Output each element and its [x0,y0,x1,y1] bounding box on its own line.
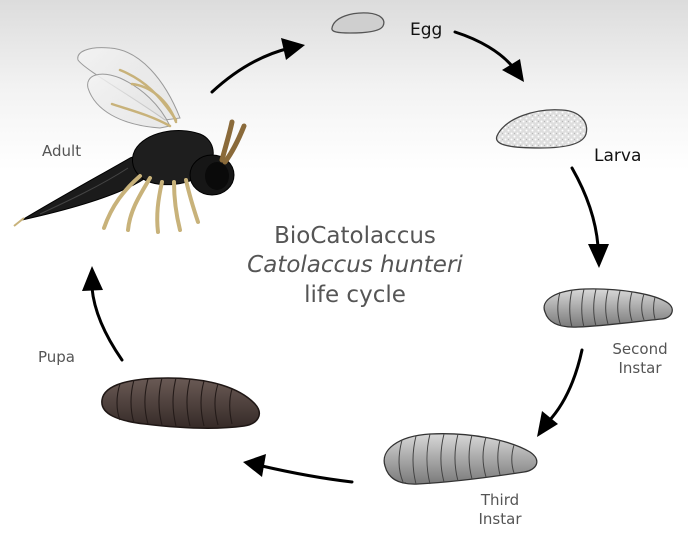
adult-label: Adult [42,142,81,161]
adult-wasp-illustration [14,48,244,232]
pupa-illustration [102,378,259,428]
second-instar-label: Second Instar [603,340,677,378]
third-instar-illustration [384,434,537,484]
second-instar-label-line1: Second [603,340,677,359]
larva-label: Larva [594,146,641,167]
arrow-third-instar-to-pupa [243,454,352,482]
arrow-pupa-to-adult [82,266,122,360]
third-instar-label: Third Instar [472,491,528,529]
second-instar-label-line2: Instar [603,359,677,378]
arrow-second-to-third-instar [537,350,582,437]
title-line-1: BioCatolaccus [225,222,485,251]
egg-label: Egg [410,20,442,41]
title-line-3: life cycle [225,281,485,310]
second-instar-illustration [544,289,672,327]
title-line-2-species: Catolaccus hunteri [225,251,485,280]
pupa-label: Pupa [38,348,75,367]
third-instar-label-line1: Third [472,491,528,510]
egg-illustration [332,13,384,33]
third-instar-label-line2: Instar [472,510,528,529]
arrow-adult-to-egg [212,38,305,92]
larva-illustration [497,110,587,148]
arrow-egg-to-larva [455,32,524,82]
diagram-title: BioCatolaccus Catolaccus hunteri life cy… [225,222,485,310]
arrow-larva-to-second-instar [572,168,609,268]
